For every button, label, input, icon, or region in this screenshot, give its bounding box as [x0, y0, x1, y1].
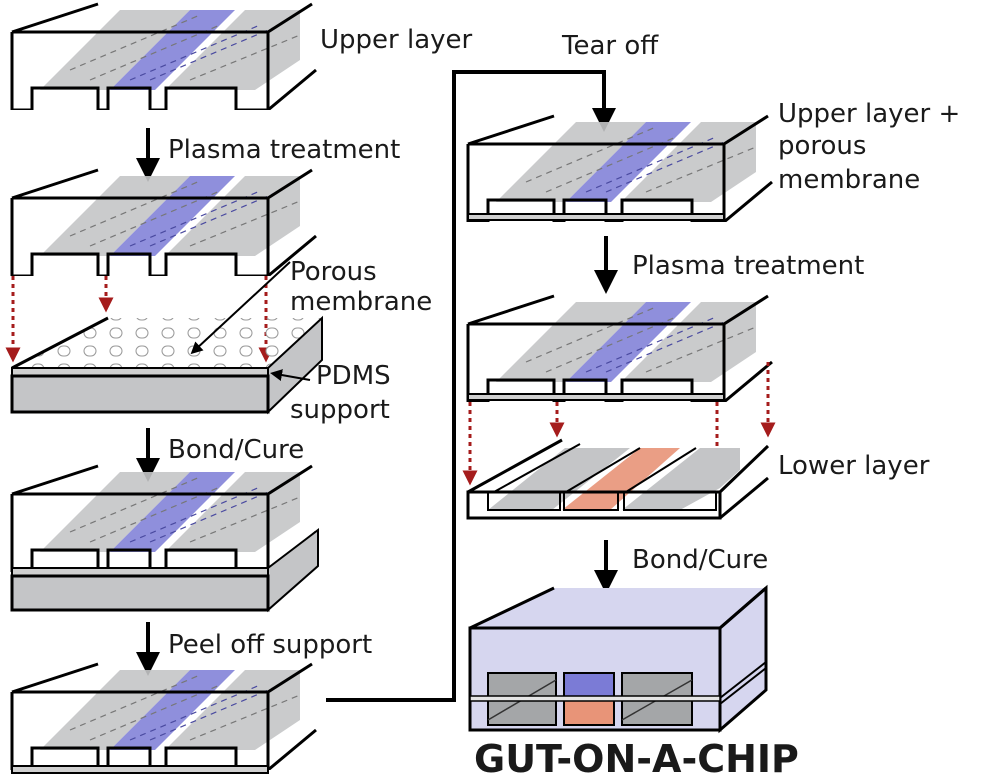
label-bond-cure-left: Bond/Cure — [168, 435, 304, 465]
pointer-arrow-icon — [270, 369, 311, 381]
plasma-treated-upper-layer — [12, 170, 316, 276]
pointer-arrow-icon — [190, 261, 291, 355]
label-upper-layer: Upper layer — [320, 25, 473, 55]
label-bond-cure-right: Bond/Cure — [632, 545, 768, 575]
gut-on-a-chip-device — [468, 584, 768, 734]
label-upper-plus-membrane-line1: Upper layer + — [778, 99, 960, 129]
lower-layer-block — [466, 438, 770, 520]
label-lower-layer: Lower layer — [778, 451, 930, 481]
label-porous-membrane-line1: Porous — [290, 257, 377, 287]
label-porous-membrane-line2: membrane — [290, 287, 432, 317]
label-plasma-treatment-right: Plasma treatment — [632, 251, 864, 281]
bonded-assembly — [10, 466, 319, 613]
peeled-assembly — [12, 664, 316, 774]
upper-layer-block — [12, 4, 316, 110]
label-tear-off: Tear off — [561, 31, 659, 61]
figure-title: GUT-ON-A-CHIP — [474, 737, 799, 780]
tear-off-connector — [326, 70, 616, 702]
label-pdms-line1: PDMS — [316, 361, 391, 391]
plasma-treated-upper-membrane — [468, 296, 772, 402]
label-upper-plus-membrane-line2: porous — [778, 131, 866, 161]
label-peel-off-support: Peel off support — [168, 630, 372, 660]
porous-membrane-on-pdms — [10, 315, 323, 415]
upper-layer-plus-membrane — [468, 116, 772, 222]
label-upper-plus-membrane-line3: membrane — [778, 165, 920, 195]
label-plasma-treatment-left: Plasma treatment — [168, 135, 400, 165]
label-pdms-line2: support — [290, 395, 390, 425]
